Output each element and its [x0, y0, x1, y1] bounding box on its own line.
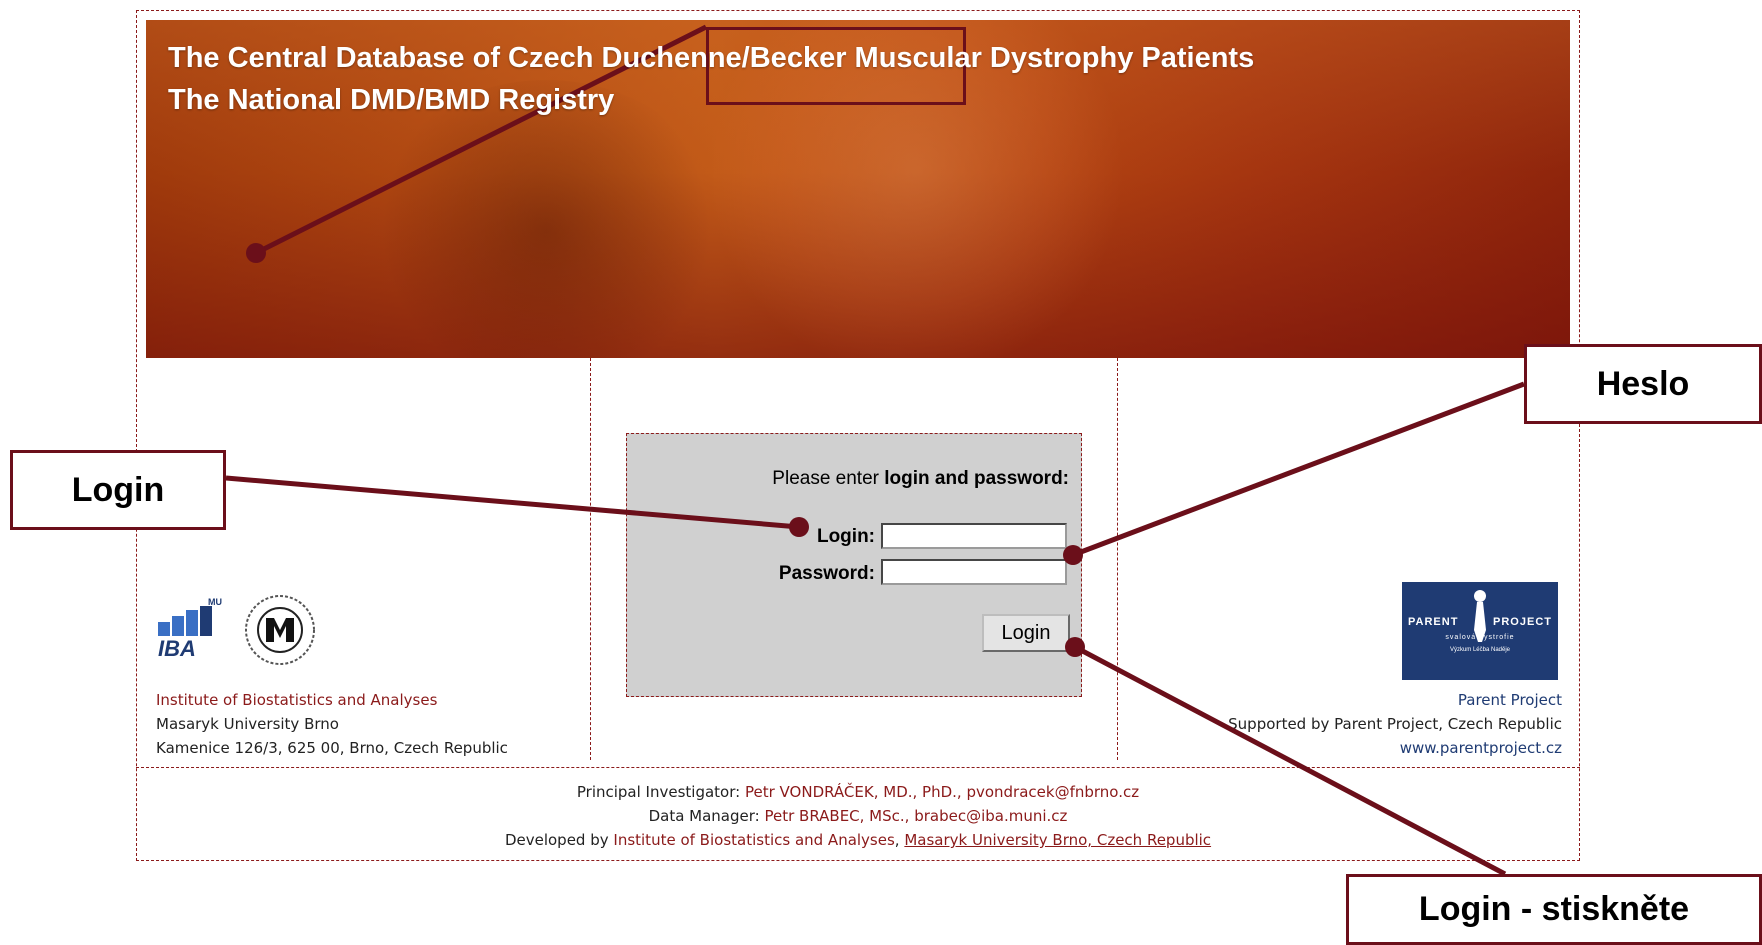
- sponsor-info: Parent Project Supported by Parent Proje…: [1228, 688, 1562, 760]
- dev-institute-link[interactable]: Institute of Biostatistics and Analyses: [613, 831, 895, 849]
- banner-subtitle: The National DMD/BMD Registry: [168, 84, 615, 116]
- parent-project-url[interactable]: www.parentproject.cz: [1399, 739, 1562, 757]
- iba-logo-text: IBA: [158, 636, 196, 660]
- dev-label: Developed by: [504, 831, 609, 849]
- login-button[interactable]: Login: [982, 614, 1070, 652]
- pp-logo-sub: svalová dystrofie: [1445, 634, 1515, 641]
- masaryk-university-logo: [244, 594, 316, 666]
- university-name: Masaryk University Brno: [156, 715, 339, 733]
- login-form: Please enter login and password: Login: …: [626, 433, 1082, 697]
- column-divider-right: [1117, 358, 1118, 760]
- banner-title: The Central Database of Czech Duchenne/B…: [168, 42, 1255, 74]
- pi-value[interactable]: Petr VONDRÁČEK, MD., PhD., pvondracek@fn…: [744, 783, 1140, 801]
- title-highlight-box: [706, 27, 966, 105]
- institute-link[interactable]: Institute of Biostatistics and Analyses: [156, 691, 438, 709]
- parent-project-link[interactable]: Parent Project: [1457, 691, 1562, 709]
- dm-value[interactable]: Petr BRABEC, MSc., brabec@iba.muni.cz: [764, 807, 1068, 825]
- pp-logo-left: PARENT: [1408, 616, 1459, 628]
- pp-logo-sub2: Výzkum Léčba Naděje: [1449, 647, 1511, 653]
- pi-label: Principal Investigator:: [576, 783, 741, 801]
- pp-logo-right: PROJECT: [1493, 616, 1552, 628]
- footer: Principal Investigator: Petr VONDRÁČEK, …: [136, 780, 1580, 852]
- supported-by-text: Supported by Parent Project, Czech Repub…: [1228, 715, 1562, 733]
- column-divider-left: [590, 358, 591, 760]
- login-prompt: Please enter login and password:: [772, 468, 1069, 490]
- footer-dm-line: Data Manager: Petr BRABEC, MSc., brabec@…: [136, 804, 1580, 828]
- prompt-emphasis: login and password:: [884, 468, 1069, 489]
- parent-project-logo: PARENT PROJECT svalová dystrofie Výzkum …: [1402, 582, 1558, 680]
- password-label: Password:: [778, 563, 875, 584]
- iba-logo: MU IBA: [156, 596, 224, 661]
- institute-address: Kamenice 126/3, 625 00, Brno, Czech Repu…: [156, 739, 508, 757]
- callout-password: Heslo: [1524, 344, 1762, 424]
- login-input[interactable]: [881, 523, 1067, 549]
- footer-divider: [136, 767, 1580, 768]
- footer-dev-line: Developed by Institute of Biostatistics …: [136, 828, 1580, 852]
- password-input[interactable]: [881, 559, 1067, 585]
- dev-comma: ,: [894, 831, 900, 849]
- banner-photo: [366, 80, 726, 358]
- dev-university-link[interactable]: Masaryk University Brno, Czech Republic: [904, 831, 1212, 849]
- footer-pi-line: Principal Investigator: Petr VONDRÁČEK, …: [136, 780, 1580, 804]
- institute-info: Institute of Biostatistics and Analyses …: [156, 688, 508, 760]
- iba-logo-mu-text: MU: [208, 597, 222, 607]
- callout-login: Login: [10, 450, 226, 530]
- prompt-text: Please enter: [772, 468, 879, 489]
- dm-label: Data Manager:: [648, 807, 760, 825]
- header-banner: The Central Database of Czech Duchenne/B…: [146, 20, 1570, 358]
- callout-submit: Login - stiskněte: [1346, 874, 1762, 945]
- login-label: Login:: [816, 526, 875, 547]
